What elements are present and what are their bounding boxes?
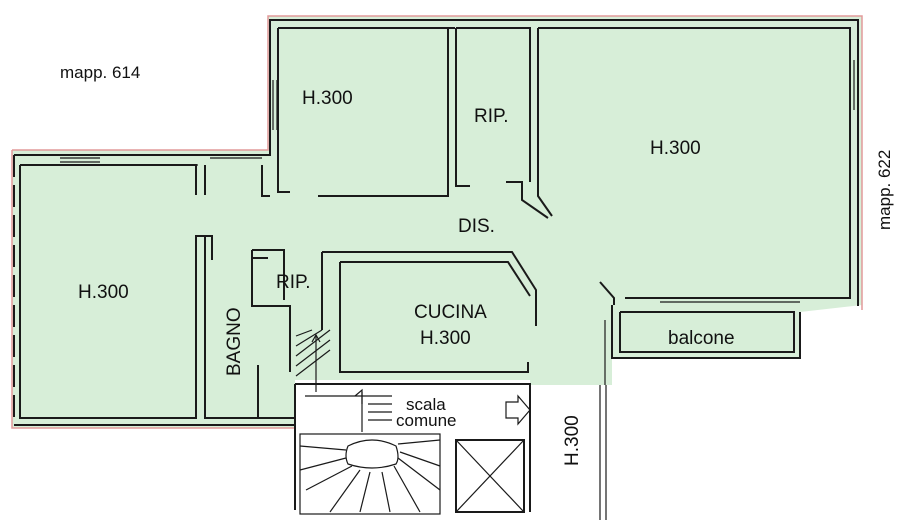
storage-small-walls bbox=[252, 249, 285, 300]
property-boundary bbox=[11, 15, 863, 429]
stair-label-line1: scala bbox=[406, 395, 446, 414]
balcony-label: balcone bbox=[668, 328, 735, 349]
common-staircase bbox=[294, 383, 607, 520]
bathroom-walls bbox=[204, 165, 295, 419]
storage-top-walls bbox=[455, 27, 549, 219]
apartment-floor bbox=[12, 16, 862, 428]
room-top-right-walls bbox=[537, 27, 851, 305]
inner-stair bbox=[295, 329, 331, 392]
corridor-label: DIS. bbox=[458, 216, 495, 237]
room-top-left-label: H.300 bbox=[302, 88, 353, 109]
kitchen-name-label: CUCINA bbox=[414, 302, 487, 323]
room-top-right-label: H.300 bbox=[650, 138, 701, 159]
stair-label-line2: comune bbox=[396, 411, 456, 430]
room-left-label: H.300 bbox=[78, 282, 129, 303]
neighbor-left-label: mapp. 614 bbox=[60, 63, 140, 82]
room-left-walls bbox=[19, 164, 213, 419]
storage-top-label: RIP. bbox=[474, 106, 509, 127]
kitchen-height-label: H.300 bbox=[420, 328, 471, 349]
room-top-left-walls bbox=[277, 27, 455, 197]
height-vertical-label: H.300 bbox=[562, 415, 583, 466]
kitchen-walls bbox=[321, 251, 537, 373]
neighbor-right-label: mapp. 622 bbox=[875, 150, 894, 230]
storage-small-label: RIP. bbox=[276, 272, 311, 293]
bathroom-label: BAGNO bbox=[224, 307, 245, 376]
balcony-walls bbox=[604, 305, 801, 385]
